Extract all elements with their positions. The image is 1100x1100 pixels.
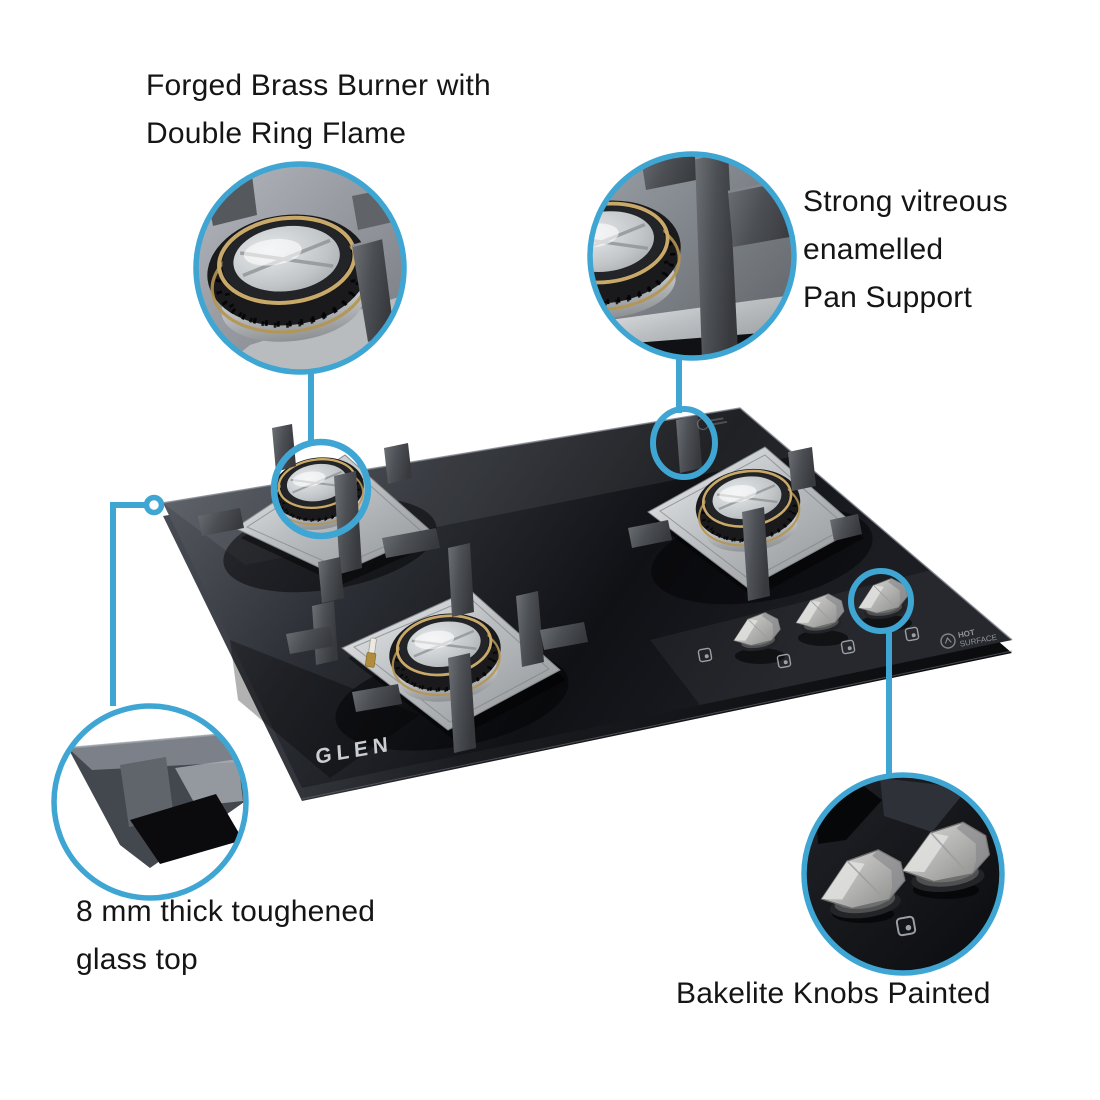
callout-circle-glass bbox=[51, 703, 249, 901]
hot-surface-label-line1: HOT bbox=[957, 628, 975, 640]
pan-support-fin bbox=[540, 622, 588, 650]
pan-support-fin bbox=[318, 557, 344, 603]
highlight-ring-knob bbox=[848, 568, 914, 634]
connectors bbox=[110, 358, 914, 777]
pan-support-fin bbox=[198, 508, 244, 536]
callout-circle-pan-support bbox=[587, 151, 797, 361]
pan-support-fin bbox=[384, 443, 412, 484]
pan-support-fin bbox=[628, 520, 672, 548]
hot-surface-icon-glyph bbox=[944, 636, 952, 644]
pan-support-fin bbox=[742, 507, 770, 601]
highlight-ring-burner bbox=[270, 438, 372, 540]
annotation-glass-text: 8 mm thick toughened glass top bbox=[76, 895, 376, 976]
burner-station-front-center bbox=[286, 543, 588, 753]
pan-support-fin bbox=[352, 684, 402, 712]
glass-front-edge-highlight bbox=[301, 650, 1013, 800]
pan-support-fin bbox=[334, 471, 362, 574]
pan-support-fin bbox=[788, 447, 816, 491]
annotation-pan-support-text: Strong vitreous enamelled Pan Support bbox=[803, 185, 1008, 314]
connector-dot-glass bbox=[143, 494, 165, 516]
magnifier-circle-icon bbox=[801, 772, 1005, 976]
magnifier-circle-icon bbox=[587, 151, 797, 361]
pan-support-fin bbox=[830, 514, 862, 541]
callout-circle-burner bbox=[193, 161, 407, 375]
highlight-ring-pan-support bbox=[650, 406, 718, 480]
callout-circle-knobs bbox=[801, 772, 1005, 976]
hot-surface-icon bbox=[940, 633, 956, 649]
annotation-knobs-text: Bakelite Knobs Painted bbox=[676, 977, 991, 1010]
pan-support-fin bbox=[448, 543, 474, 617]
pan-support-fin bbox=[286, 626, 334, 654]
pan-support-fin bbox=[516, 591, 544, 667]
magnifier-circle-icon bbox=[51, 703, 249, 901]
connector-line-glass bbox=[110, 502, 146, 706]
pan-support-fin bbox=[382, 528, 440, 558]
pan-support-fin bbox=[272, 424, 296, 472]
cooktop: GLEN HOT SURFACE bbox=[162, 407, 1013, 801]
burner-station-back-left bbox=[198, 424, 440, 603]
pan-support-fin bbox=[676, 415, 702, 473]
pan-support-fin bbox=[448, 653, 476, 753]
burner-station-back-right bbox=[628, 415, 864, 601]
magnifier-circle-icon bbox=[193, 161, 407, 375]
annotation-burner-text: Forged Brass Burner with Double Ring Fla… bbox=[146, 69, 491, 150]
ignition-electrode bbox=[365, 637, 377, 668]
